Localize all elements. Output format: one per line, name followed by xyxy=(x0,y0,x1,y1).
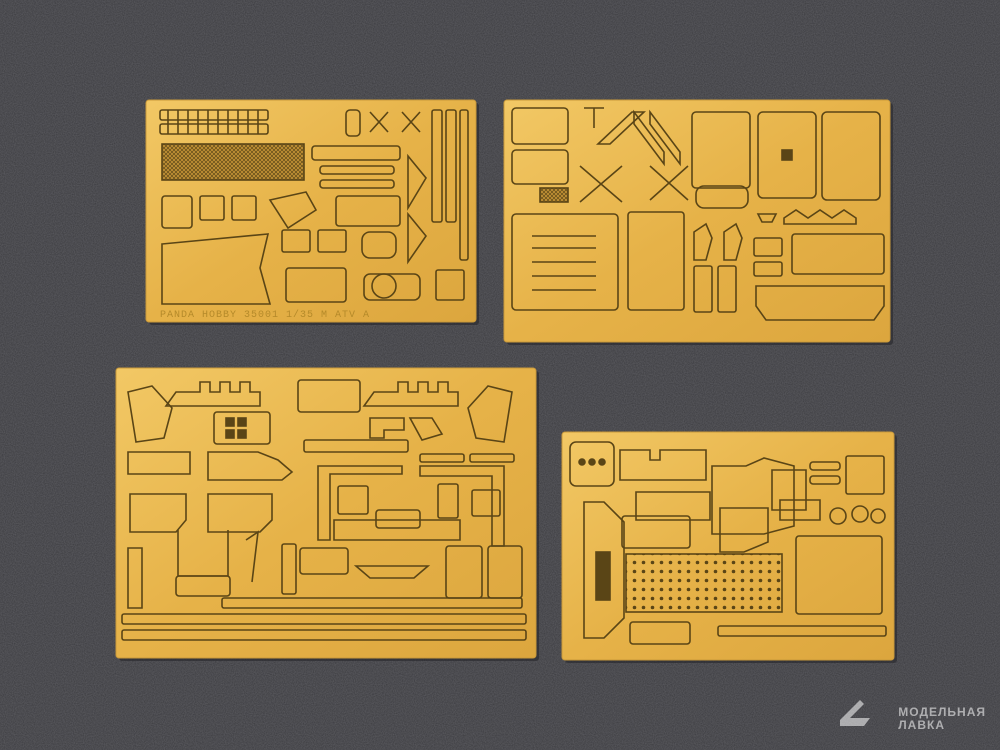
sheet-top-left: PANDA HOBBY 35001 1/35 M ATV A xyxy=(145,99,479,325)
sheet-bottom-right xyxy=(561,431,897,663)
sheet-top-right xyxy=(503,99,893,345)
sheet-bottom-left xyxy=(115,367,539,661)
watermark-line1: МОДЕЛЬНАЯ xyxy=(898,705,986,719)
sheet-caption-top-left: PANDA HOBBY 35001 1/35 M ATV A xyxy=(160,309,370,321)
watermark-text: МОДЕЛЬНАЯ ЛАВКА xyxy=(898,706,986,732)
watermark-line2: ЛАВКА xyxy=(898,718,946,732)
watermark: МОДЕЛЬНАЯ ЛАВКА xyxy=(860,706,986,732)
ship-logo-icon xyxy=(840,700,870,726)
